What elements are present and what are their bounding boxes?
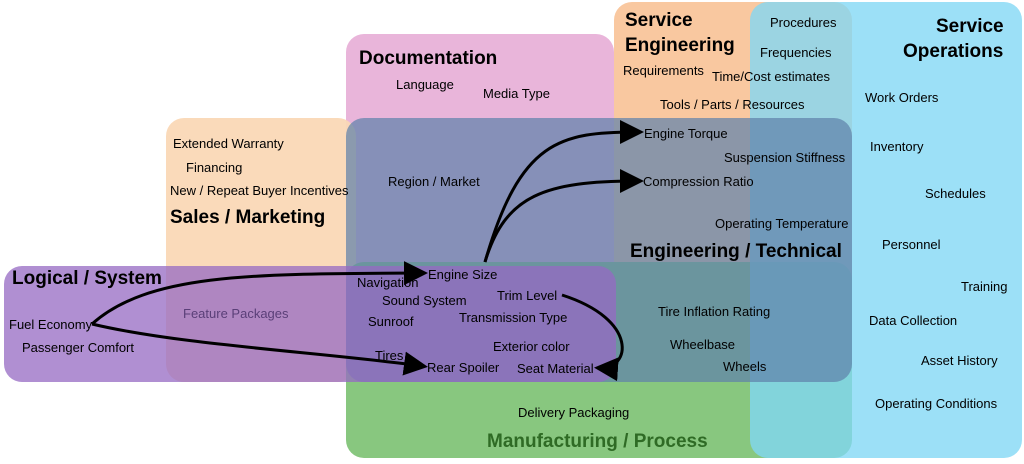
arrow-fuel-economy-to-engine-size xyxy=(90,261,428,326)
navigation-label: Navigation xyxy=(357,275,419,290)
seat-material-label: Seat Material xyxy=(517,361,594,376)
engine-size-label: Engine Size xyxy=(428,267,498,282)
transmission-type-label: Transmission Type xyxy=(459,310,568,325)
media-type-label: Media Type xyxy=(483,86,550,101)
passenger-comfort-label: Passenger Comfort xyxy=(22,340,134,355)
sound-system-label: Sound System xyxy=(382,293,467,308)
inventory-label: Inventory xyxy=(870,139,924,154)
operating-conditions-label: Operating Conditions xyxy=(875,396,998,411)
training-label: Training xyxy=(961,279,1008,294)
extended-warranty-label: Extended Warranty xyxy=(173,136,284,151)
operating-temperature-label: Operating Temperature xyxy=(715,216,849,231)
schedules-label: Schedules xyxy=(925,186,986,201)
manufacturing-process-title: Manufacturing / Process xyxy=(487,431,708,452)
tools-parts-resources-label: Tools / Parts / Resources xyxy=(660,97,805,112)
data-collection-label: Data Collection xyxy=(869,313,958,328)
arrow-trim-level-to-seat-material xyxy=(561,293,624,382)
engineering-technical-title: Engineering / Technical xyxy=(630,241,842,262)
region-market-label: Region / Market xyxy=(388,174,480,189)
language-label: Language xyxy=(396,77,454,92)
suspension-stiffness-label: Suspension Stiffness xyxy=(724,150,846,165)
delivery-packaging-label: Delivery Packaging xyxy=(518,405,630,420)
rear-spoiler-label: Rear Spoiler xyxy=(427,360,500,375)
arrow-engine-size-to-compression-ratio xyxy=(483,169,644,263)
documentation-title: Documentation xyxy=(359,48,498,69)
service-operations-title-line2: Operations xyxy=(903,41,1004,62)
requirements-label: Requirements xyxy=(623,63,704,78)
feature-packages-label: Feature Packages xyxy=(183,306,289,321)
fuel-economy-label: Fuel Economy xyxy=(9,317,93,332)
arrow-fuel-economy-to-rear-spoiler xyxy=(91,322,428,376)
trim-level-label: Trim Level xyxy=(497,288,558,303)
time-cost-estimates-label: Time/Cost estimates xyxy=(712,69,830,84)
personnel-label: Personnel xyxy=(882,237,941,252)
arrow-engine-size-to-engine-torque xyxy=(483,120,644,263)
compression-ratio-label: Compression Ratio xyxy=(643,174,754,189)
tire-inflation-rating-label: Tire Inflation Rating xyxy=(658,304,771,319)
service-engineering-title-line1: Service xyxy=(625,10,693,31)
asset-history-label: Asset History xyxy=(921,353,998,368)
financing-label: Financing xyxy=(186,160,243,175)
procedures-label: Procedures xyxy=(770,15,837,30)
wheels-label: Wheels xyxy=(723,359,767,374)
tires-label: Tires xyxy=(375,348,404,363)
logical-system-region xyxy=(4,266,616,382)
sunroof-label: Sunroof xyxy=(368,314,414,329)
buyer-incentives-label: New / Repeat Buyer Incentives xyxy=(170,183,349,198)
service-operations-title-line1: Service xyxy=(936,16,1004,37)
engine-torque-label: Engine Torque xyxy=(644,126,728,141)
sales-marketing-title: Sales / Marketing xyxy=(170,207,326,228)
service-engineering-title-line2: Engineering xyxy=(625,35,735,56)
work-orders-label: Work Orders xyxy=(865,90,939,105)
exterior-color-label: Exterior color xyxy=(493,339,570,354)
frequencies-label: Frequencies xyxy=(760,45,832,60)
wheelbase-label: Wheelbase xyxy=(670,337,736,352)
logical-system-title: Logical / System xyxy=(12,268,162,289)
